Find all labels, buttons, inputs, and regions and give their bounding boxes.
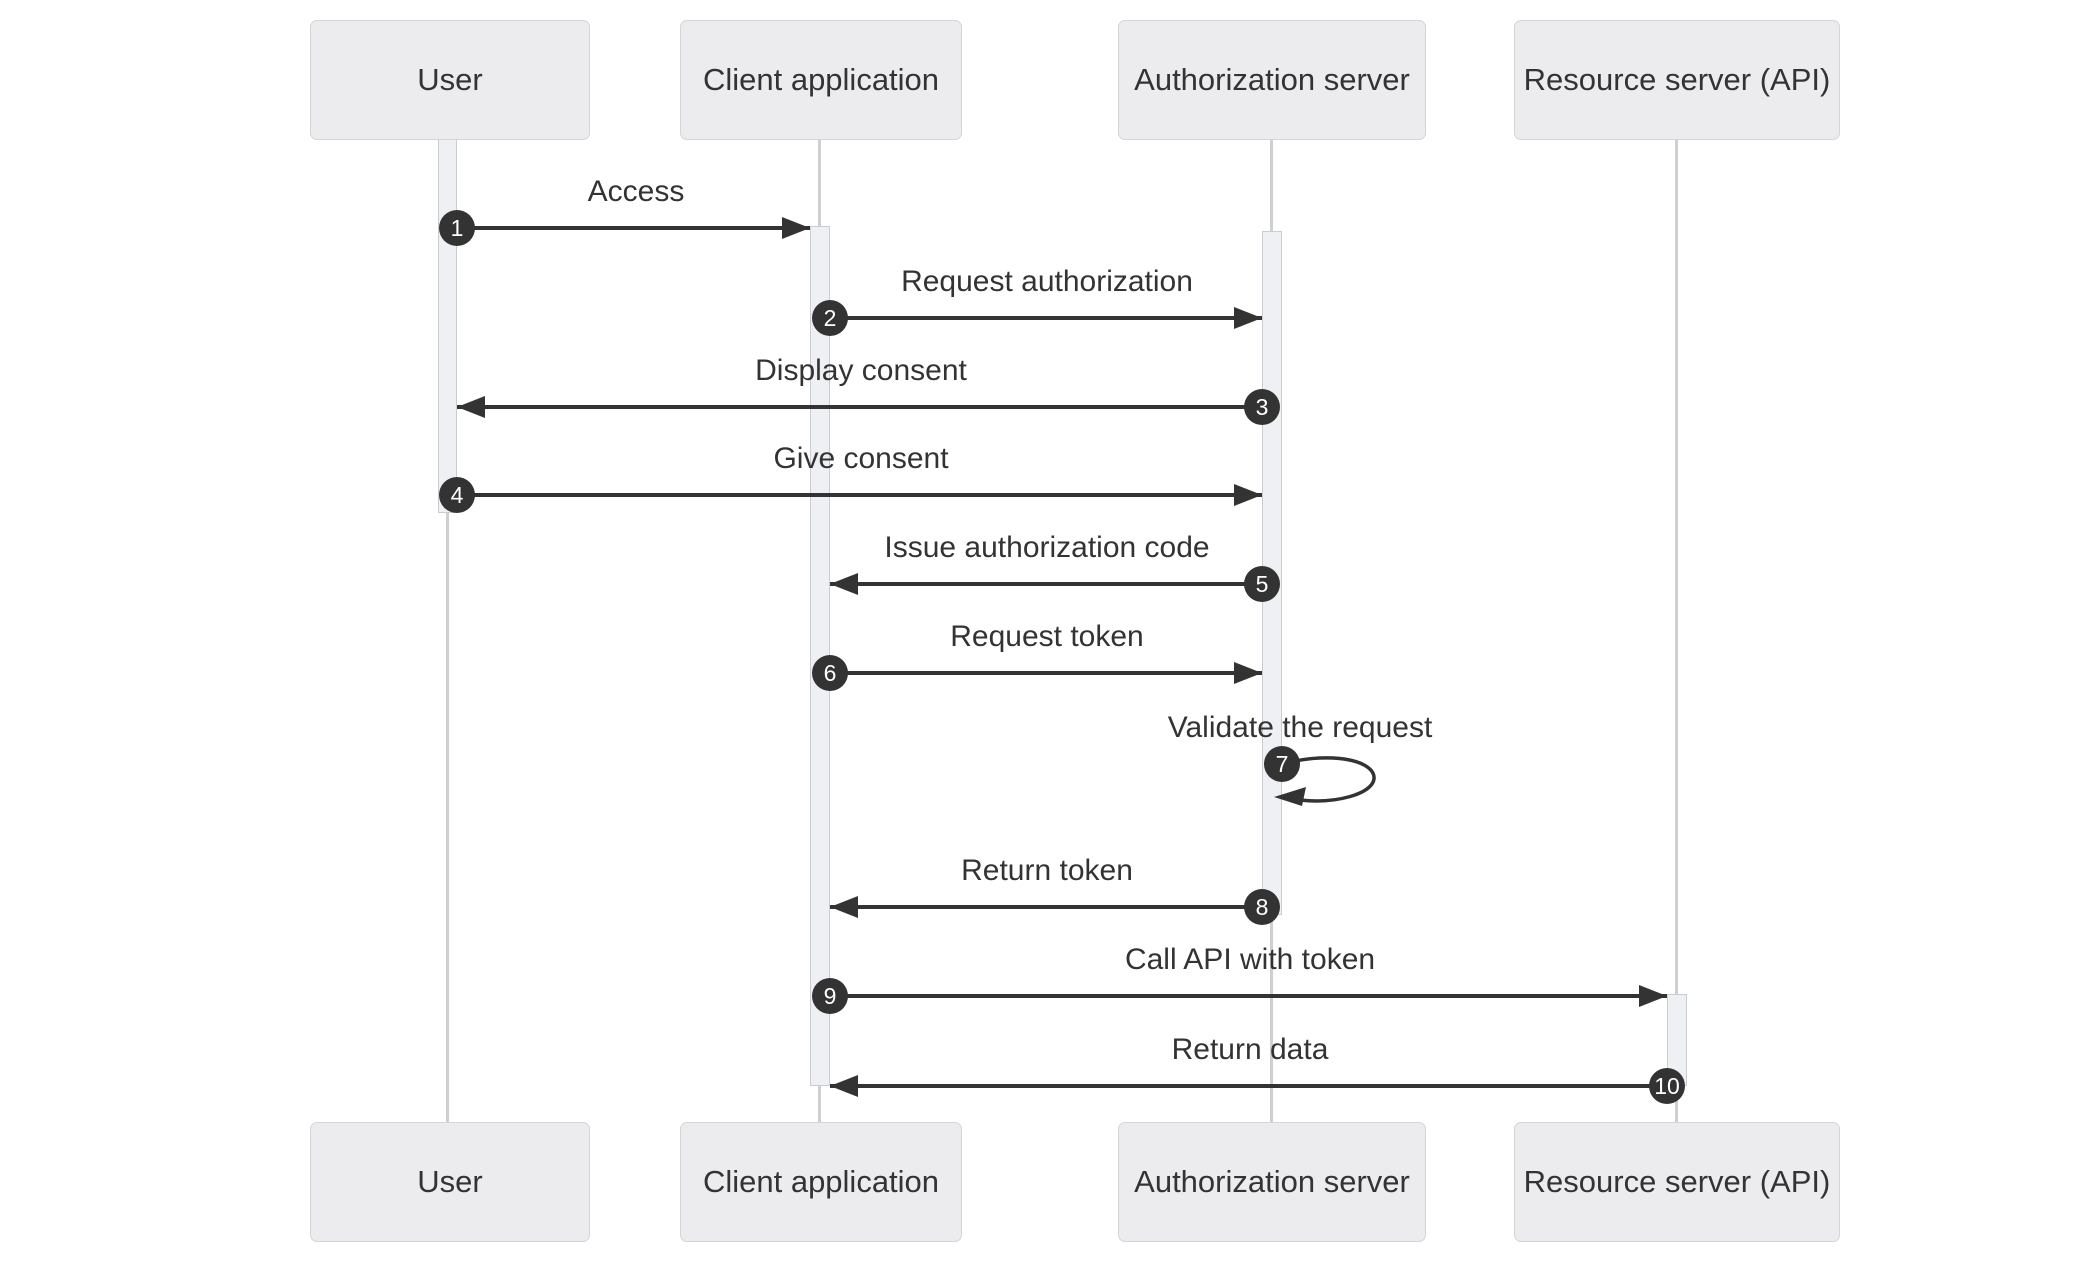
message-10-badge: 10 bbox=[1649, 1068, 1685, 1104]
message-10-arrowhead-icon bbox=[830, 1075, 858, 1097]
message-7-label: Validate the request bbox=[1167, 711, 1433, 744]
message-6-badge: 6 bbox=[812, 655, 848, 691]
message-8-badge: 8 bbox=[1244, 889, 1280, 925]
participant-box-resource-bottom: Resource server (API) bbox=[1514, 1122, 1840, 1242]
message-4-line bbox=[457, 493, 1262, 497]
message-6-number: 6 bbox=[823, 660, 837, 686]
message-4-label: Give consent bbox=[773, 442, 949, 475]
message-4-arrowhead-icon bbox=[1234, 484, 1262, 506]
message-10-number: 10 bbox=[1654, 1073, 1680, 1099]
message-7-self-loop-arrow bbox=[1274, 756, 1376, 806]
lifeline-user bbox=[446, 140, 449, 1122]
participant-box-auth-bottom: Authorization server bbox=[1118, 1122, 1426, 1242]
message-3-badge: 3 bbox=[1244, 389, 1280, 425]
message-1-line bbox=[457, 226, 810, 230]
message-5-label: Issue authorization code bbox=[884, 531, 1210, 564]
message-7-number: 7 bbox=[1275, 751, 1289, 777]
message-10-label: Return data bbox=[1171, 1033, 1329, 1066]
message-2-line bbox=[830, 316, 1262, 320]
message-4-number: 4 bbox=[450, 482, 464, 508]
participant-label-user: User bbox=[417, 62, 483, 97]
message-1-arrowhead-icon bbox=[782, 217, 810, 239]
message-2-number: 2 bbox=[823, 305, 837, 331]
message-6-label: Request token bbox=[950, 620, 1144, 653]
participant-label-client: Client application bbox=[702, 62, 940, 97]
participant-label-resource-bottom: Resource server (API) bbox=[1523, 1164, 1831, 1199]
message-6-arrowhead-icon bbox=[1234, 662, 1262, 684]
activation-user bbox=[438, 138, 457, 513]
message-1-label: Access bbox=[587, 175, 685, 208]
message-9-number: 9 bbox=[823, 983, 837, 1009]
participant-box-client-top: Client application bbox=[680, 20, 962, 140]
participant-label-auth-bottom: Authorization server bbox=[1134, 1164, 1410, 1199]
message-5-number: 5 bbox=[1255, 571, 1269, 597]
message-10-line bbox=[830, 1084, 1667, 1088]
message-7-badge: 7 bbox=[1264, 746, 1300, 782]
participant-label-resource: Resource server (API) bbox=[1523, 62, 1831, 97]
message-2-label: Request authorization bbox=[901, 265, 1193, 298]
participant-box-resource-top: Resource server (API) bbox=[1514, 20, 1840, 140]
message-9-badge: 9 bbox=[812, 978, 848, 1014]
message-5-line bbox=[830, 582, 1262, 586]
participant-box-user-top: User bbox=[310, 20, 590, 140]
message-3-number: 3 bbox=[1255, 394, 1269, 420]
participant-box-user-bottom: User bbox=[310, 1122, 590, 1242]
message-2-arrowhead-icon bbox=[1234, 307, 1262, 329]
message-9-arrowhead-icon bbox=[1639, 985, 1667, 1007]
message-9-label: Call API with token bbox=[1124, 943, 1376, 976]
message-3-arrowhead-icon bbox=[457, 396, 485, 418]
message-8-line bbox=[830, 905, 1262, 909]
participant-label-auth: Authorization server bbox=[1134, 62, 1410, 97]
message-8-label: Return token bbox=[961, 854, 1133, 887]
message-8-arrowhead-icon bbox=[830, 896, 858, 918]
message-1-badge: 1 bbox=[439, 210, 475, 246]
participant-label-user-bottom: User bbox=[417, 1164, 483, 1199]
participant-label-client-bottom: Client application bbox=[702, 1164, 940, 1199]
lifeline-resource bbox=[1675, 140, 1678, 1122]
message-3-line bbox=[457, 405, 1262, 409]
message-4-badge: 4 bbox=[439, 477, 475, 513]
message-9-line bbox=[830, 994, 1667, 998]
participant-box-auth-top: Authorization server bbox=[1118, 20, 1426, 140]
message-6-line bbox=[830, 671, 1262, 675]
message-1-number: 1 bbox=[450, 215, 464, 241]
message-2-badge: 2 bbox=[812, 300, 848, 336]
message-5-arrowhead-icon bbox=[830, 573, 858, 595]
message-8-number: 8 bbox=[1255, 894, 1269, 920]
message-5-badge: 5 bbox=[1244, 566, 1280, 602]
participant-box-client-bottom: Client application bbox=[680, 1122, 962, 1242]
message-3-label: Display consent bbox=[755, 354, 967, 387]
